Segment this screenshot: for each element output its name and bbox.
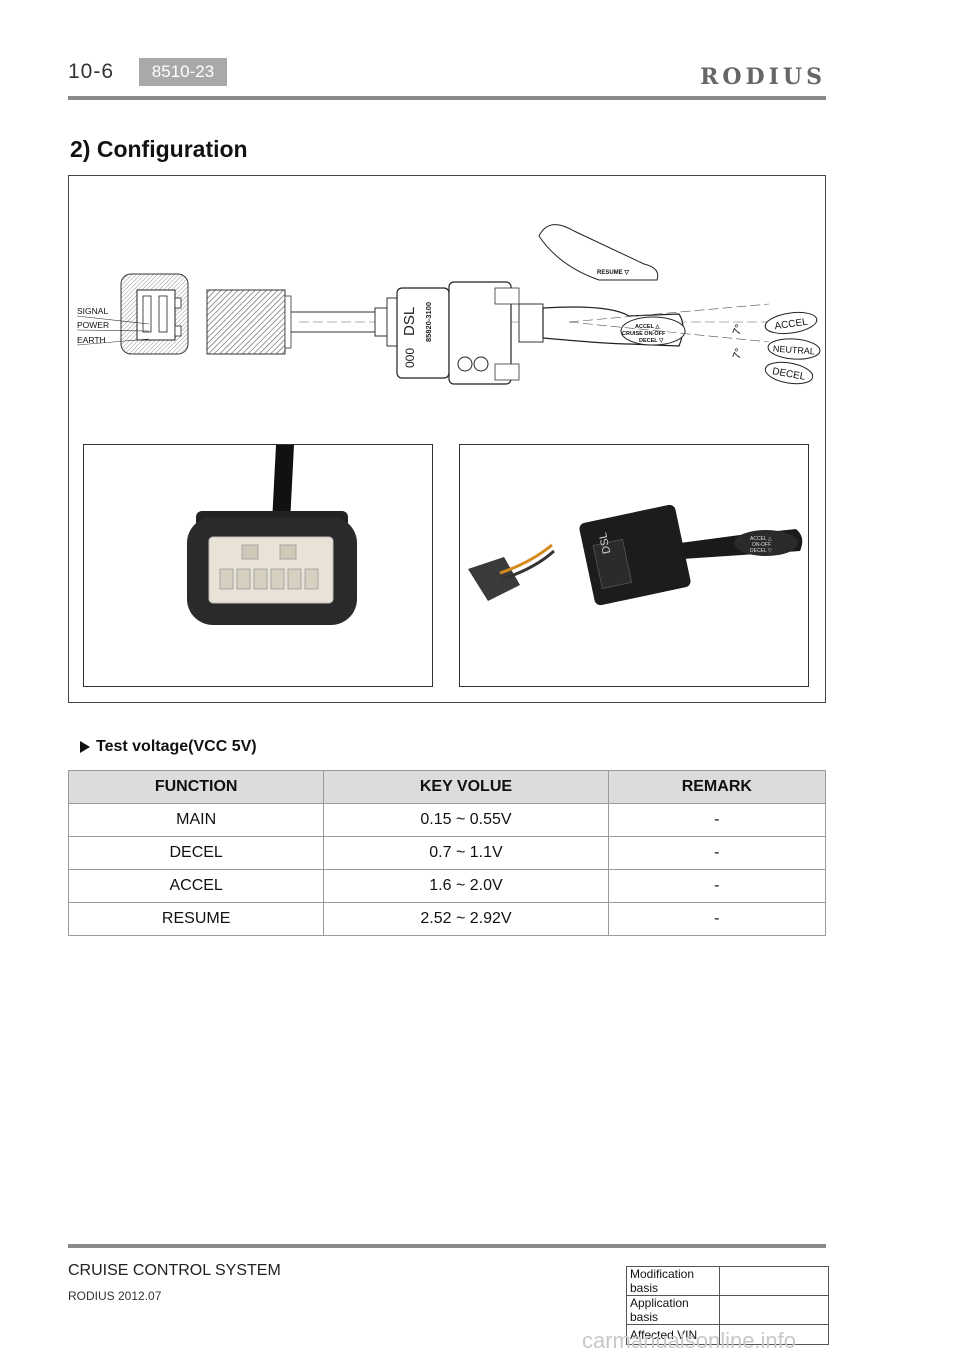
mod-value <box>719 1324 829 1345</box>
svg-text:NEUTRAL: NEUTRAL <box>773 344 816 357</box>
col-key-volue: KEY VOLUE <box>323 770 609 804</box>
table-row: Affected VIN <box>626 1324 829 1345</box>
switch-photo: DSL ACCEL △ ON-OFF DECEL ▽ <box>459 444 809 687</box>
cell-voltage: 0.7 ~ 1.1V <box>323 836 609 870</box>
test-voltage-table: FUNCTION KEY VOLUE REMARK MAIN 0.15 ~ 0.… <box>67 770 827 936</box>
cell-voltage: 2.52 ~ 2.92V <box>323 902 609 936</box>
wire-label-power: POWER <box>77 320 109 330</box>
photo-decel-text: DECEL ▽ <box>750 548 772 554</box>
part-number-text: 85820-3100 <box>424 302 433 342</box>
cell-remark: - <box>607 869 827 903</box>
angle-top-label: 7° <box>731 323 746 337</box>
switch-diagram: SIGNAL POWER EARTH DSL 85820-3100 000 <box>76 224 821 385</box>
wire-label-signal: SIGNAL <box>77 306 108 316</box>
test-voltage-label: Test voltage(VCC 5V) <box>96 738 257 755</box>
table-row: Application basis <box>626 1295 829 1325</box>
mod-value <box>719 1266 829 1296</box>
connector-photo <box>83 444 433 687</box>
configuration-figure: SIGNAL POWER EARTH DSL 85820-3100 000 <box>68 175 826 703</box>
cell-function: DECEL <box>67 836 325 870</box>
cruise-onoff-label: CRUISE ON-OFF <box>622 331 666 337</box>
photo-accel-text: ACCEL △ <box>750 536 772 542</box>
dsl-text: DSL <box>401 307 418 336</box>
connector-drawing <box>120 273 189 355</box>
col-function: FUNCTION <box>67 770 325 804</box>
table-row: Modification basis <box>626 1266 829 1296</box>
mod-label: Affected VIN <box>626 1324 720 1345</box>
table-row: ACCEL 1.6 ~ 2.0V - <box>67 869 827 903</box>
mod-value <box>719 1295 829 1325</box>
table-row: DECEL 0.7 ~ 1.1V - <box>67 836 827 870</box>
triangle-bullet-icon <box>80 741 90 753</box>
col-remark: REMARK <box>607 770 827 804</box>
mod-label: Application basis <box>626 1295 720 1325</box>
test-voltage-title: Test voltage(VCC 5V) <box>80 738 257 756</box>
cell-remark: - <box>607 803 827 837</box>
position-accel: ACCEL <box>764 311 818 335</box>
section-code-badge: 8510-23 <box>139 58 227 86</box>
code-text: 000 <box>403 348 417 368</box>
photo-dsl-text: DSL <box>597 531 613 554</box>
cell-remark: - <box>607 836 827 870</box>
wire-label-earth: EARTH <box>77 335 106 345</box>
cell-voltage: 1.6 ~ 2.0V <box>323 869 609 903</box>
cell-function: ACCEL <box>67 869 325 903</box>
switch-body-drawing: DSL 85820-3100 000 ACCEL △ CRUISE ON-OFF… <box>374 281 686 385</box>
footer-subtitle: RODIUS 2012.07 <box>68 1289 162 1303</box>
footer-rule <box>68 1244 826 1248</box>
position-neutral: NEUTRAL <box>767 338 821 360</box>
accel-label: ACCEL △ <box>635 323 660 330</box>
table-row: MAIN 0.15 ~ 0.55V - <box>67 803 827 837</box>
modification-table: Modification basis Application basis Aff… <box>626 1266 829 1345</box>
svg-text:ACCEL: ACCEL <box>774 317 809 333</box>
table-header-row: FUNCTION KEY VOLUE REMARK <box>67 770 827 804</box>
cell-remark: - <box>607 902 827 936</box>
cell-voltage: 0.15 ~ 0.55V <box>323 803 609 837</box>
resume-label: RESUME ▽ <box>597 270 629 276</box>
page-number: 10-6 <box>68 60 115 83</box>
decel-label: DECEL ▽ <box>639 338 664 344</box>
photo-onoff-text: ON-OFF <box>752 542 771 548</box>
angle-bottom-label: 7° <box>731 347 746 361</box>
mod-label: Modification basis <box>626 1266 720 1296</box>
cell-function: MAIN <box>67 803 325 837</box>
position-decel: DECEL <box>764 361 814 385</box>
watermark: carmanualsonline.info <box>582 1328 797 1353</box>
footer-title: CRUISE CONTROL SYSTEM <box>68 1262 281 1279</box>
header-rule <box>68 96 826 100</box>
brand-logo: RODIUS <box>700 64 826 90</box>
section-title: 2) Configuration <box>70 136 248 162</box>
cell-function: RESUME <box>67 902 325 936</box>
table-row: RESUME 2.52 ~ 2.92V - <box>67 902 827 936</box>
